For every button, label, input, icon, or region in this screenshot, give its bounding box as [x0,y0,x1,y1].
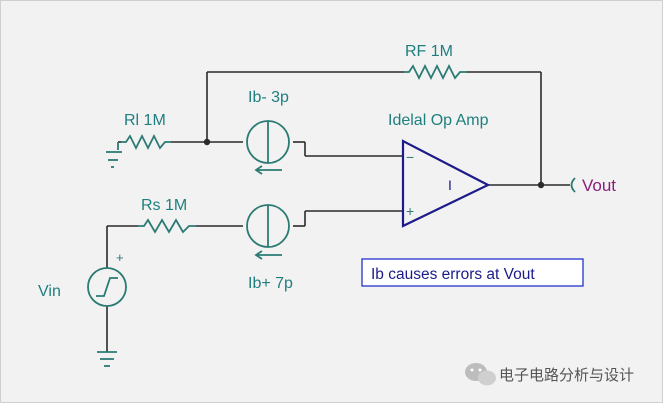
resistor-rl-icon [121,133,171,151]
resistor-rf-icon [404,63,467,81]
junction-dot-rl [203,138,211,146]
watermark-text: 电子电路分析与设计 [499,367,634,384]
current-source-ib-plus-icon [246,204,290,260]
opamp-minus-sign: − [406,149,414,165]
label-rf: RF 1M [405,43,453,60]
output-terminal-icon [570,177,576,193]
junction-dot-out [537,181,545,189]
vin-plus-sign: + [116,250,124,265]
opamp-icon [401,139,491,228]
note-box [361,258,584,287]
label-opamp-title: Idelal Op Amp [388,112,489,129]
label-vin: Vin [38,283,61,300]
label-rs: Rs 1M [141,197,187,214]
wires [106,71,570,352]
opamp-symbol: I [448,177,452,193]
label-ib-minus: Ib- 3p [248,89,289,106]
ground-rl-icon [106,142,122,168]
note-text: Ib causes errors at Vout [371,266,535,283]
label-rl: Rl 1M [124,112,166,129]
opamp-plus-sign: + [406,203,414,219]
label-ib-plus: Ib+ 7p [248,275,293,292]
label-vout: Vout [582,176,616,195]
ground-vin-icon [97,351,117,367]
wechat-icon [465,363,496,386]
resistor-rs-icon [138,218,196,234]
voltage-source-vin-icon [87,267,127,307]
current-source-ib-minus-icon [246,120,290,175]
